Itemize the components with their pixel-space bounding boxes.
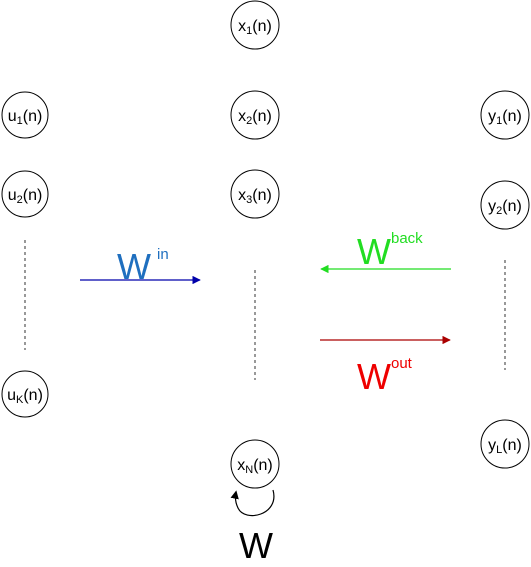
input-neuron-uk: uK(n) xyxy=(1,370,49,418)
w-out-label: Wout xyxy=(357,355,413,397)
svg-text:x1(n): x1(n) xyxy=(238,18,272,37)
reservoir-neuron-x1: x1(n) xyxy=(230,0,280,50)
svg-text:x2(n): x2(n) xyxy=(238,108,272,127)
input-neuron-u1: u1(n) xyxy=(1,91,49,139)
svg-text:u2(n): u2(n) xyxy=(8,187,43,206)
svg-text:y2(n): y2(n) xyxy=(488,198,522,217)
reservoir-neuron-xn: xN(n) xyxy=(230,439,280,489)
output-neuron-yl: yL(n) xyxy=(480,419,530,469)
svg-text:x3(n): x3(n) xyxy=(238,187,272,206)
input-neuron-u2: u2(n) xyxy=(1,170,49,218)
svg-text:xN(n): xN(n) xyxy=(237,457,273,476)
w-recurrent-label: W xyxy=(239,525,273,566)
svg-text:uK(n): uK(n) xyxy=(7,387,43,406)
w-recurrent-loop-arrow xyxy=(230,489,275,517)
svg-text:yL(n): yL(n) xyxy=(488,437,522,456)
svg-text:y1(n): y1(n) xyxy=(488,108,522,127)
w-back-label: Wback xyxy=(357,230,423,272)
svg-text:u1(n): u1(n) xyxy=(8,108,43,127)
reservoir-neuron-x2: x2(n) xyxy=(230,90,280,140)
reservoir-neuron-x3: x3(n) xyxy=(230,169,280,219)
output-neuron-y2: y2(n) xyxy=(480,180,530,230)
output-neuron-y1: y1(n) xyxy=(480,90,530,140)
